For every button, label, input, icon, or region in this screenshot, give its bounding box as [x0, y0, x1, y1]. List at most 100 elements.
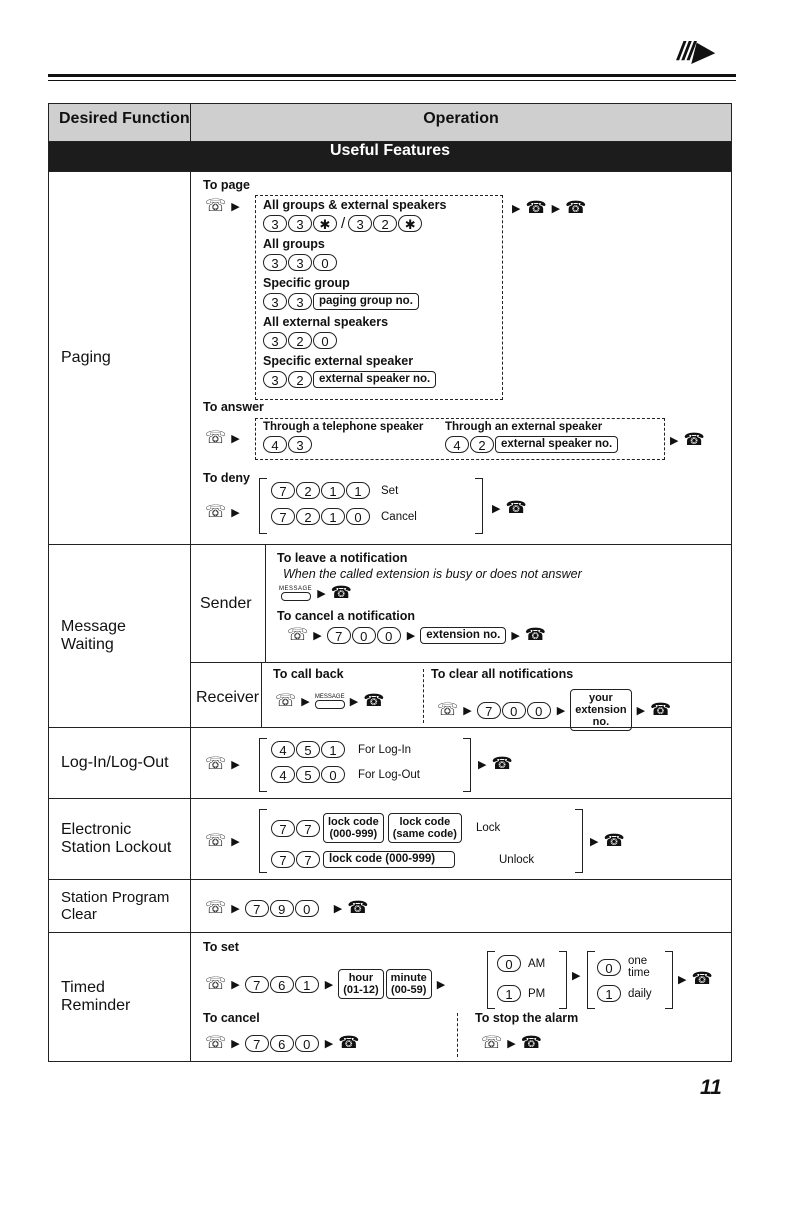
- page-number: 11: [700, 1076, 722, 1099]
- hour-line1: hour: [348, 972, 374, 984]
- separator: [457, 1013, 458, 1057]
- key-3: 3: [348, 215, 373, 232]
- bracket-left: [487, 951, 495, 1009]
- bracket-left: [259, 809, 267, 873]
- on-hook-handset-icon: ☎: [691, 969, 713, 988]
- arrow-icon: ▶: [492, 502, 501, 515]
- separator: [423, 669, 424, 723]
- sender-cell: [191, 545, 266, 662]
- all-groups-ext-label: All groups & external speakers: [263, 198, 447, 212]
- key-star: ✱: [398, 215, 423, 232]
- off-hook-handset-icon: ☏: [205, 502, 227, 521]
- bracket-right: [575, 809, 583, 873]
- function-label-line1: Message: [61, 618, 126, 635]
- key-4: 4: [445, 436, 469, 453]
- sender-label: Sender: [200, 595, 252, 612]
- function-label-line1: Timed: [61, 979, 105, 996]
- on-hook-handset-icon: ☎: [603, 831, 625, 850]
- call-back-label: To call back: [273, 667, 344, 681]
- function-label-line2: Clear: [61, 906, 97, 923]
- key-7: 7: [296, 819, 320, 837]
- extension-no-box: extension no.: [420, 626, 507, 644]
- function-label-line1: Electronic: [61, 821, 132, 838]
- key-7: 7: [326, 626, 351, 644]
- key-1: 1: [597, 985, 621, 1002]
- stop-alarm-label: To stop the alarm: [475, 1011, 579, 1025]
- header-operation: Operation: [190, 103, 732, 142]
- key-0: 0: [376, 626, 401, 644]
- to-set-label: To set: [203, 940, 239, 954]
- to-page-label: To page: [203, 178, 250, 192]
- message-button: MESSAGE: [279, 586, 312, 601]
- arrow-icon: ▶: [463, 704, 472, 717]
- key-7: 7: [271, 819, 295, 837]
- continue-arrows-icon: ///▶: [677, 36, 713, 66]
- ext-line3: no.: [592, 716, 610, 728]
- pm-label: PM: [528, 987, 546, 1000]
- for-logout-label: For Log-Out: [358, 768, 420, 781]
- key-5: 5: [296, 741, 320, 758]
- hour-box: hour(01-12): [338, 969, 384, 999]
- arrow-icon: ▶: [572, 970, 581, 982]
- row-paging: Paging To page ☏ ▶ All groups & external …: [48, 171, 732, 545]
- section-title: Useful Features: [48, 141, 732, 172]
- key-3: 3: [263, 293, 287, 310]
- bracket-left: [259, 478, 267, 534]
- arrow-icon: ▶: [231, 835, 240, 848]
- key-7: 7: [244, 1034, 269, 1052]
- clear-all-label: To clear all notifications: [431, 667, 574, 681]
- daily-label: daily: [628, 987, 652, 1000]
- key-5: 5: [296, 766, 320, 783]
- key-6: 6: [269, 1034, 294, 1052]
- off-hook-handset-icon: ☏: [205, 428, 227, 447]
- to-deny-label: To deny: [203, 471, 250, 485]
- paging-group-no-box: paging group no.: [313, 293, 419, 310]
- arrow-icon: ▶: [507, 1037, 516, 1050]
- key-4: 4: [263, 436, 287, 453]
- receiver-label: Receiver: [196, 689, 260, 706]
- talk-icon: ☎: [363, 691, 385, 710]
- message-key: [280, 591, 311, 601]
- key-0: 0: [526, 701, 551, 719]
- key-2: 2: [288, 332, 312, 349]
- key-4: 4: [271, 741, 295, 758]
- external-speaker-no-box: external speaker no.: [313, 371, 437, 388]
- am-label: AM: [528, 957, 546, 970]
- through-ext-label: Through an external speaker: [445, 421, 603, 433]
- arrow-icon: ▶: [301, 695, 310, 708]
- key-2: 2: [470, 436, 494, 453]
- lock-code-line1: lock code: [328, 816, 379, 828]
- key-2: 2: [373, 215, 398, 232]
- arrow-icon: ▶: [436, 978, 446, 991]
- arrow-icon: ▶: [678, 973, 687, 986]
- talk-icon: ☎: [525, 198, 547, 217]
- function-label-line2: Waiting: [61, 636, 114, 653]
- function-label-line2: Station Lockout: [61, 839, 172, 856]
- key-0: 0: [313, 332, 337, 349]
- key-3: 3: [288, 436, 312, 453]
- key-7: 7: [244, 975, 269, 993]
- key-7: 7: [271, 851, 295, 868]
- on-hook-handset-icon: ☎: [491, 754, 513, 773]
- row-login: Log-In/Log-Out ☏▶ 4051For Log-In 450For …: [48, 727, 732, 799]
- ext-line1: your: [588, 692, 613, 704]
- cancel-label: Cancel: [381, 510, 417, 523]
- function-paging: Paging: [48, 171, 191, 545]
- message-button: MESSAGE: [314, 694, 345, 709]
- top-rule: [48, 74, 736, 77]
- key-4: 4: [271, 766, 295, 783]
- bracket-right: [475, 478, 483, 534]
- off-hook-handset-icon: ☏: [287, 625, 309, 644]
- on-hook-handset-icon: ☎: [520, 1033, 542, 1052]
- off-hook-handset-icon: ☏: [205, 831, 227, 850]
- minute-line1: minute: [390, 972, 427, 984]
- on-hook-handset-icon: ☎: [347, 898, 369, 917]
- arrow-icon: ▶: [333, 902, 343, 915]
